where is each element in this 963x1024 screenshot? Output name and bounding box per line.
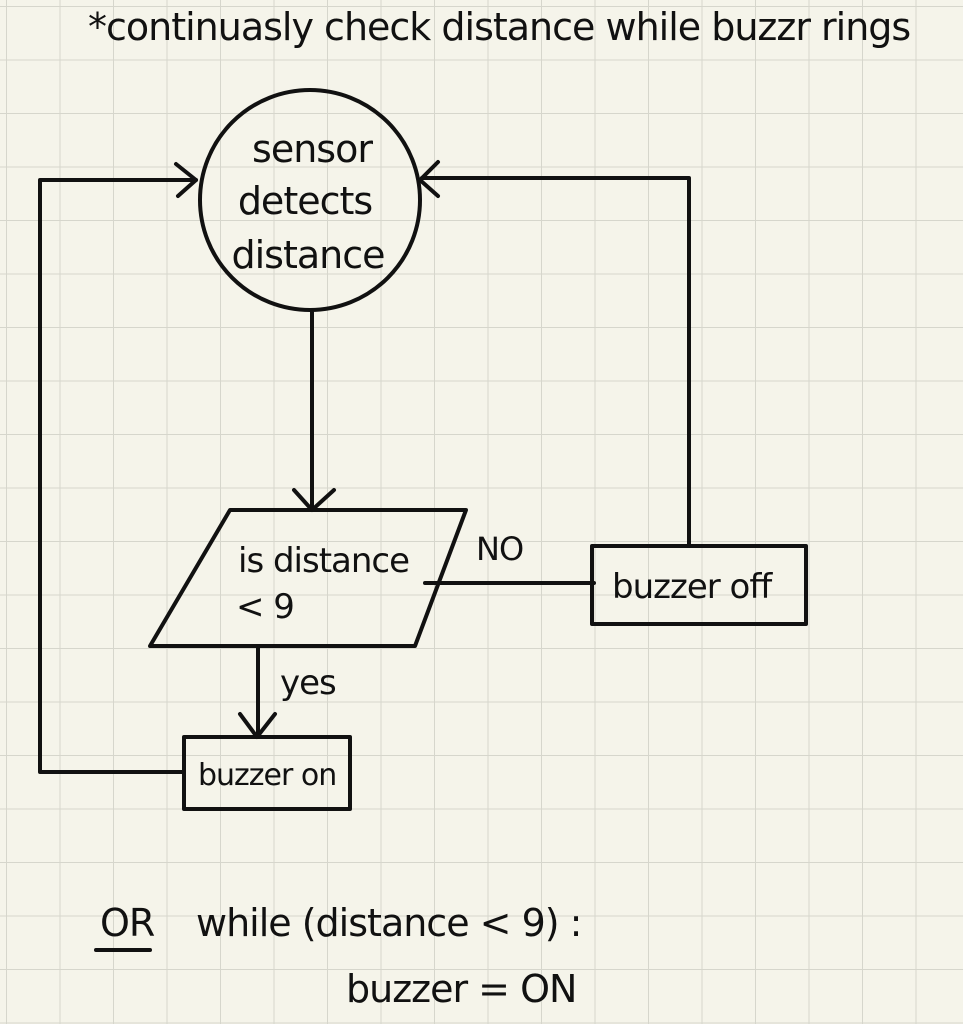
node-sensor-detects-distance: sensor detects distance: [198, 88, 422, 312]
buzzer-on-label: buzzer on: [198, 758, 336, 793]
node-buzzer-off: buzzer off: [590, 544, 808, 626]
buzzer-off-label: buzzer off: [612, 567, 773, 607]
node-decision-distance-less-than-9: is distance < 9: [148, 508, 468, 648]
title-note: *continuasly check distance while buzzr …: [88, 5, 910, 49]
yes-label: yes: [280, 663, 336, 703]
code-line-2: buzzer = ON: [346, 967, 576, 1011]
decision-line-1: is distance: [238, 541, 409, 581]
node-buzzer-on: buzzer on: [182, 735, 352, 811]
no-label: NO: [476, 530, 523, 568]
edge-no: NO: [423, 530, 596, 585]
arrow-buzzer-off-to-start: [418, 160, 691, 548]
arrow-start-to-decision: [292, 310, 336, 512]
arrow-buzzer-on-to-start: [38, 162, 198, 774]
start-circle: [198, 88, 422, 312]
decision-line-2: < 9: [236, 587, 294, 627]
alternative-note: OR while (distance < 9) : buzzer = ON: [94, 901, 582, 1011]
start-line-3: distance: [231, 233, 384, 277]
buzzer-off-box: [590, 544, 808, 626]
edge-yes: yes: [238, 644, 337, 739]
start-line-1: sensor: [252, 127, 373, 171]
start-line-2: detects: [238, 179, 372, 223]
or-label: OR: [100, 901, 155, 945]
decision-parallelogram: [148, 508, 468, 648]
code-line-1: while (distance < 9) :: [196, 901, 581, 945]
